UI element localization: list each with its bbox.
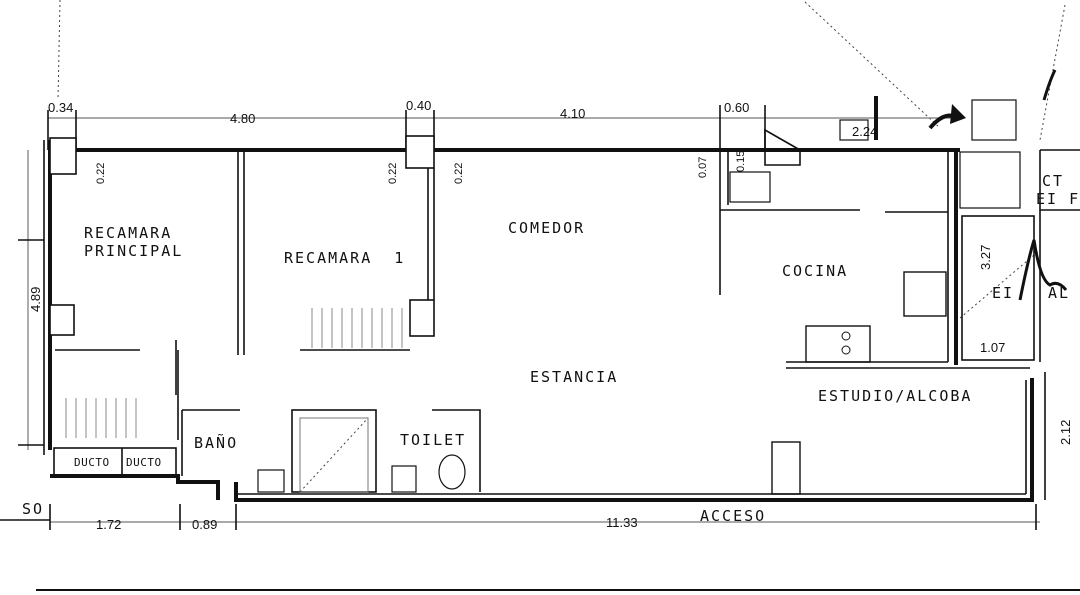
dim-wall-022-c: 0.22 (453, 163, 465, 184)
handwritten-mark (1018, 239, 1068, 301)
dim-wall-022-a: 0.22 (95, 163, 107, 184)
label-recamara-1: RECAMARA 1 (284, 249, 405, 267)
wall-bottom-main (234, 378, 1034, 502)
dim-top-060: 0.60 (724, 100, 749, 115)
wall-bottom-left (50, 474, 220, 500)
kitchen-top-fixture (839, 119, 869, 141)
dim-bottom-1133: 11.33 (606, 515, 638, 530)
column-recamara (409, 299, 435, 337)
wall-toilet (432, 409, 481, 492)
property-line-left (57, 0, 61, 101)
column-left-mid (49, 304, 75, 336)
kitchen-shelf (729, 171, 771, 203)
burner (841, 345, 851, 355)
dim-wall-007: 0.07 (697, 157, 709, 178)
label-cut-3: EI (992, 284, 1014, 302)
dim-bottom-089: 0.89 (192, 517, 217, 532)
closet-recamara-1 (311, 308, 403, 348)
label-recamara-principal-2: PRINCIPAL (84, 242, 183, 260)
stair-box-top (959, 151, 1021, 209)
entry-arrow-head (950, 104, 966, 124)
dim-top-480: 4.80 (230, 111, 255, 126)
column-top-mid (405, 135, 435, 169)
dim-side-489: 4.89 (28, 287, 43, 312)
burner (841, 331, 851, 341)
sink-bano (257, 469, 285, 493)
dim-top-034: 0.34 (48, 100, 73, 115)
label-acceso: ACCESO (700, 507, 766, 525)
label-cut-1: CT (1042, 172, 1064, 190)
dim-bottom-172: 1.72 (96, 517, 121, 532)
shower-diagonal (299, 417, 369, 493)
shower (291, 409, 377, 493)
dim-top-224: 2.24 (852, 124, 877, 139)
dim-top-410: 4.10 (560, 106, 585, 121)
label-cocina: COCINA (782, 262, 848, 280)
dim-wall-022-b: 0.22 (387, 163, 399, 184)
ducto-box (53, 447, 177, 477)
dim-wall-015: 0.15 (735, 151, 747, 172)
label-recamara-principal-1: RECAMARA (84, 224, 172, 242)
shower-inner (299, 417, 369, 493)
sink-toilet (391, 465, 417, 493)
dim-side-327: 3.27 (978, 245, 993, 270)
label-cut-2: EI F (1036, 190, 1080, 208)
dim-top-040: 0.40 (406, 98, 431, 113)
label-bano: BAÑO (194, 433, 238, 452)
stair-landing (971, 99, 1017, 141)
handwritten-mark-top (1042, 69, 1057, 101)
property-line-diagonal (804, 1, 941, 129)
kitchen-hood (764, 128, 801, 166)
label-ducto-1: DUCTO (74, 456, 110, 469)
label-comedor: COMEDOR (508, 219, 585, 237)
label-estudio-alcoba: ESTUDIO/ALCOBA (818, 387, 972, 405)
label-cut-4: AL (1048, 284, 1070, 302)
column-top-left (49, 137, 77, 175)
dim-side-107: 1.07 (980, 340, 1005, 355)
closet-recamara-principal (65, 398, 137, 438)
column-acceso (771, 441, 801, 495)
stove (805, 325, 871, 363)
label-ducto-2: DUCTO (126, 456, 162, 469)
toilet-bowl (438, 454, 466, 490)
stair-box (961, 215, 1035, 361)
dim-side-212: 2.12 (1058, 420, 1073, 445)
refrigerator (903, 271, 947, 317)
label-estancia: ESTANCIA (530, 368, 618, 386)
label-so: SO (22, 500, 44, 518)
label-toilet: TOILET (400, 431, 466, 449)
